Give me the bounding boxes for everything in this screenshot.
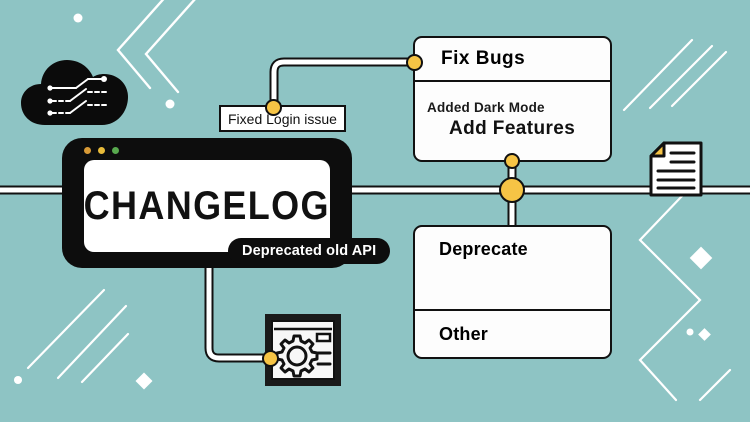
connector-login-to-fixbugs (269, 57, 421, 113)
row-label-add-features: Add Features (449, 117, 576, 139)
node-fix-bugs-input[interactable] (406, 54, 423, 71)
node-login-label[interactable] (265, 99, 282, 116)
row-label-other: Other (439, 323, 489, 344)
card-row-deprecate[interactable]: Deprecate (415, 227, 610, 311)
row-label-added-dark-mode: Added Dark Mode (427, 99, 545, 115)
connector-window-to-settings (204, 257, 273, 363)
settings-gear-icon[interactable] (263, 312, 343, 388)
card-row-add-features[interactable]: Added Dark Mode Add Features (415, 82, 610, 160)
node-card-bottom[interactable] (504, 153, 520, 169)
badge-deprecated-old-api[interactable]: Deprecated old API (228, 238, 391, 264)
card-row-fix-bugs[interactable]: Fix Bugs (415, 38, 610, 82)
label-fixed-login-issue[interactable]: Fixed Login issue (219, 105, 346, 132)
cloud-network-icon (21, 60, 128, 125)
traffic-light-orange (84, 147, 91, 154)
node-settings-input[interactable] (262, 350, 279, 367)
window-screen: CHANGELOG (84, 160, 330, 252)
card-features[interactable]: Fix Bugs Added Dark Mode Add Features (413, 36, 612, 162)
row-label-fix-bugs: Fix Bugs (441, 48, 526, 69)
traffic-light-green (112, 147, 119, 154)
changelog-title: CHANGELOG (83, 183, 331, 228)
document-icon (649, 141, 703, 197)
card-row-other[interactable]: Other (415, 311, 610, 357)
card-deprecate[interactable]: Deprecate Other (413, 225, 612, 359)
window-traffic-lights (84, 147, 119, 154)
traffic-light-yellow (98, 147, 105, 154)
node-rail-junction[interactable] (499, 177, 525, 203)
row-label-deprecate: Deprecate (439, 239, 528, 259)
